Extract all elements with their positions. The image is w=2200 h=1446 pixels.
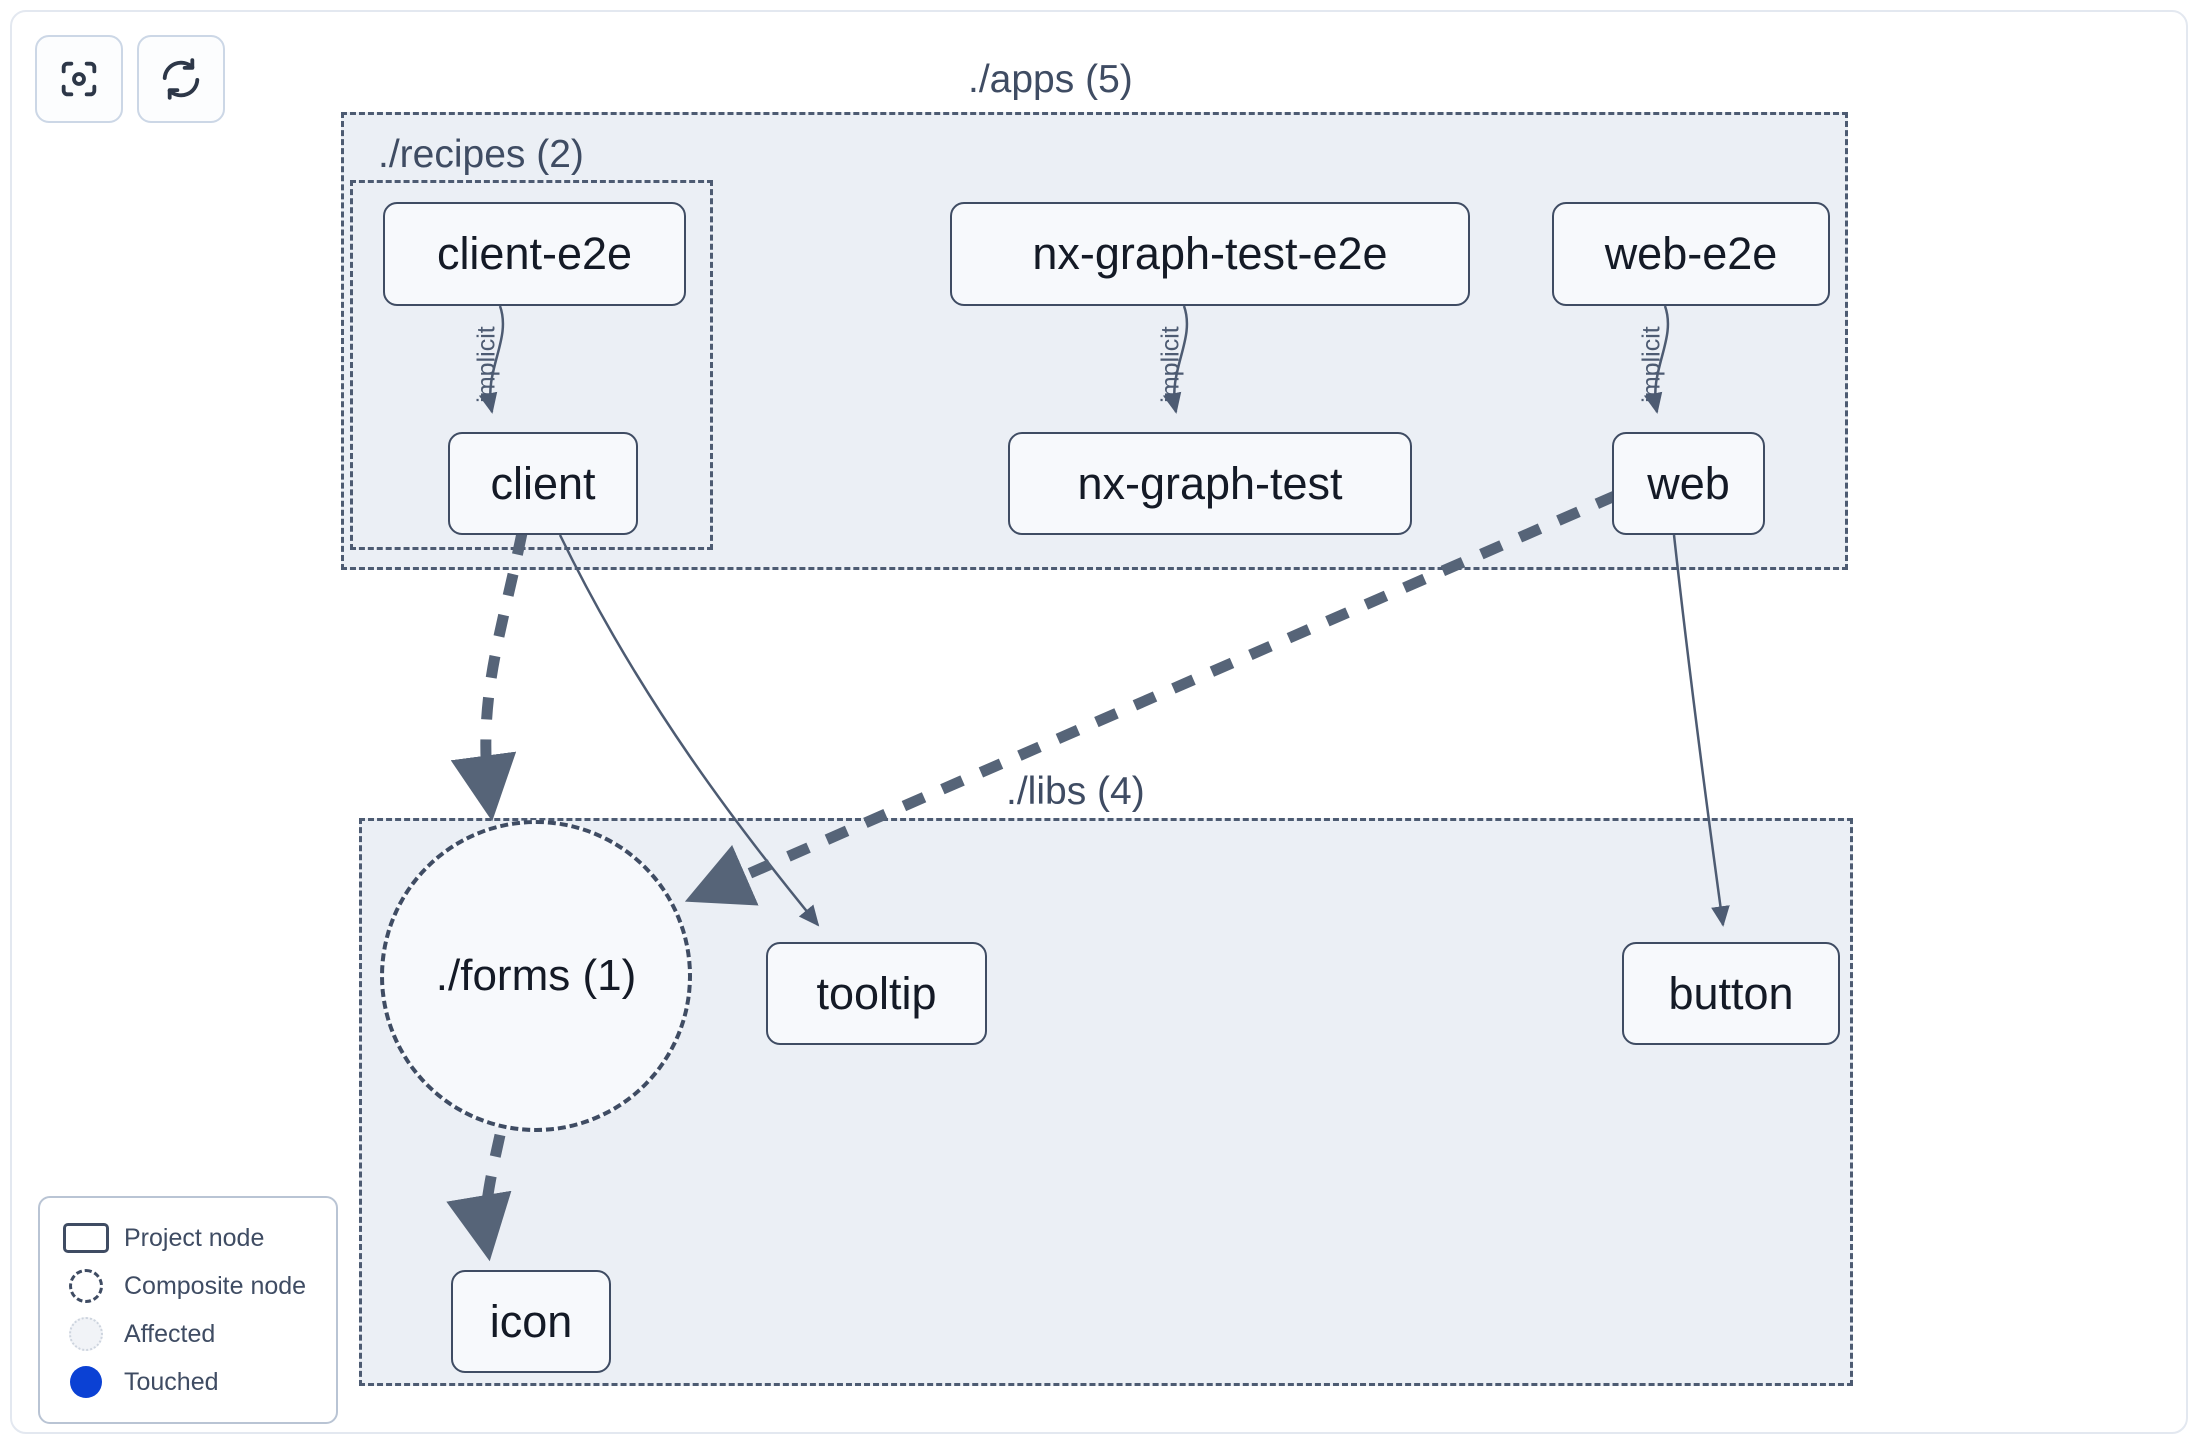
edge-web-to-button (1672, 534, 1730, 927)
edge-label-nx-graph-test-e2e-implicit: implicit (1156, 326, 1185, 403)
edge-label-client-e2e-implicit: implicit (472, 326, 501, 403)
edge-nx-graph-test-e2e-to-nx-graph-test (1162, 305, 1189, 414)
node-client[interactable]: client (448, 432, 638, 535)
legend-item-project-node: Project node (58, 1214, 318, 1262)
composite-node-swatch (58, 1269, 114, 1303)
node-icon[interactable]: icon (451, 1270, 611, 1373)
edge-client-to-forms (450, 531, 528, 822)
group-apps-label: ./apps (5) (968, 58, 1133, 101)
graph-legend: Project node Composite node Affected Tou… (38, 1196, 338, 1424)
edge-web-to-forms (684, 489, 1620, 906)
legend-label-project-node: Project node (124, 1223, 265, 1252)
node-nx-graph-test-e2e[interactable]: nx-graph-test-e2e (950, 202, 1470, 306)
refresh-graph-button[interactable] (137, 35, 225, 123)
node-nx-graph-test[interactable]: nx-graph-test (1008, 432, 1412, 535)
node-client-e2e[interactable]: client-e2e (383, 202, 686, 306)
legend-item-affected: Affected (58, 1310, 318, 1358)
legend-label-composite-node: Composite node (124, 1271, 307, 1300)
group-recipes-label: ./recipes (2) (378, 133, 584, 176)
touched-swatch (58, 1366, 114, 1398)
legend-label-affected: Affected (124, 1319, 216, 1348)
node-web[interactable]: web (1612, 432, 1765, 535)
edge-client-to-tooltip (558, 534, 820, 927)
node-web-e2e[interactable]: web-e2e (1552, 202, 1830, 306)
node-forms-composite[interactable]: ./forms (1) (380, 820, 692, 1132)
legend-item-composite-node: Composite node (58, 1262, 318, 1310)
legend-label-touched: Touched (124, 1367, 219, 1396)
project-node-swatch (58, 1223, 114, 1253)
focus-graph-button[interactable] (35, 35, 123, 123)
group-libs-label: ./libs (4) (1006, 770, 1145, 813)
edge-label-web-e2e-implicit: implicit (1637, 326, 1666, 403)
edge-web-e2e-to-web (1643, 305, 1670, 414)
focus-target-icon (56, 56, 102, 102)
legend-item-touched: Touched (58, 1358, 318, 1406)
edge-client-e2e-to-client (478, 305, 505, 414)
refresh-icon (158, 56, 204, 102)
edge-forms-to-icon (446, 1133, 512, 1262)
node-tooltip[interactable]: tooltip (766, 942, 987, 1045)
affected-swatch (58, 1317, 114, 1351)
node-button[interactable]: button (1622, 942, 1840, 1045)
graph-toolbar (35, 35, 225, 123)
